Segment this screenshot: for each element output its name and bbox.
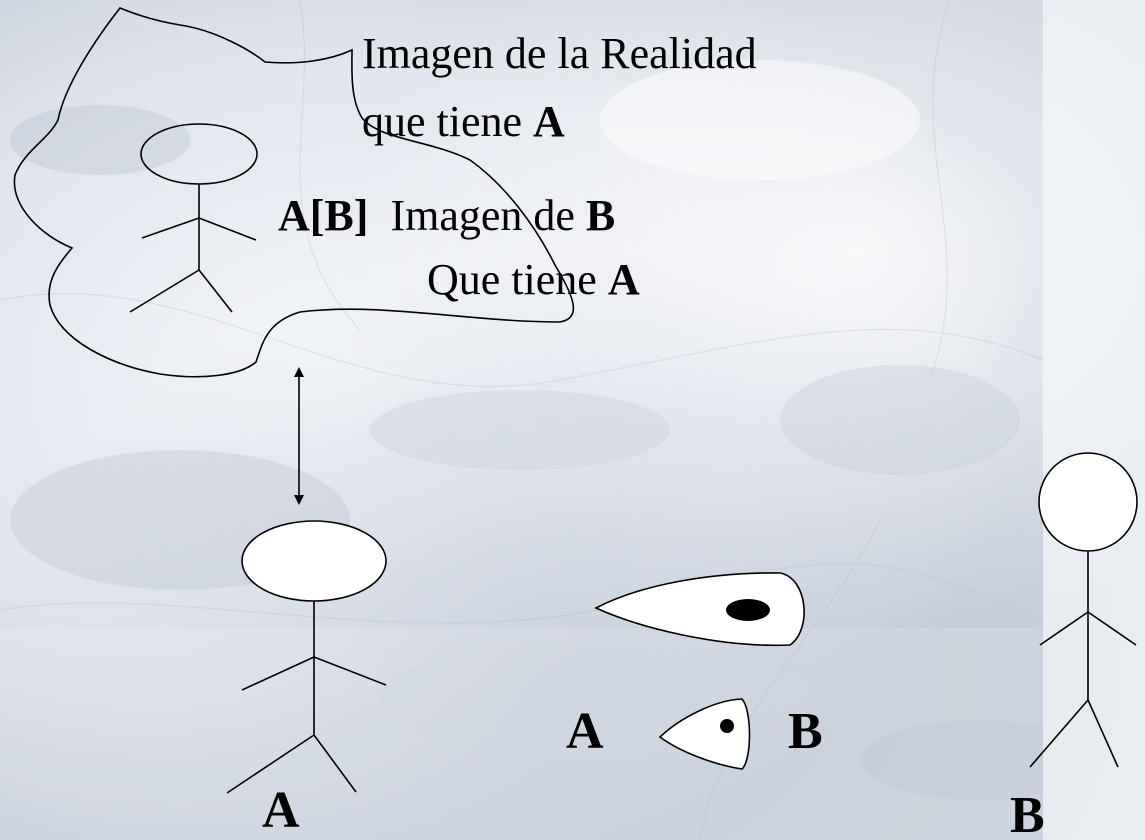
person-b-label: B xyxy=(1010,787,1045,840)
large-eye-icon xyxy=(594,572,805,647)
cloud-caption-line1: Imagen de la Realidad xyxy=(362,29,757,78)
inner-image-text2: Que tiene xyxy=(427,255,608,304)
inner-image-text1: Imagen de xyxy=(390,191,586,240)
inner-image-line1: A[B] Imagen de B xyxy=(278,194,615,238)
relation-right-label: B xyxy=(788,703,823,760)
cloud-caption-line2: que tiene A xyxy=(362,100,565,144)
cloud-caption-line2-bold: A xyxy=(533,97,565,146)
person-b-icon xyxy=(1029,452,1138,768)
inner-image-line2: Que tiene A xyxy=(427,258,640,302)
inner-image-label: A[B] xyxy=(278,191,369,240)
person-a-icon xyxy=(226,520,387,794)
cloud-caption-line2-text: que tiene xyxy=(362,97,534,146)
person-a-label: A xyxy=(262,782,300,839)
thought-cloud xyxy=(13,7,575,378)
inner-image-text1-bold: B xyxy=(585,191,616,240)
small-eye-icon xyxy=(658,698,751,770)
inner-person-icon xyxy=(129,123,258,313)
inner-image-spacer xyxy=(368,191,390,240)
inner-image-text2-bold: A xyxy=(607,255,640,304)
relation-left-label: A xyxy=(566,703,604,760)
